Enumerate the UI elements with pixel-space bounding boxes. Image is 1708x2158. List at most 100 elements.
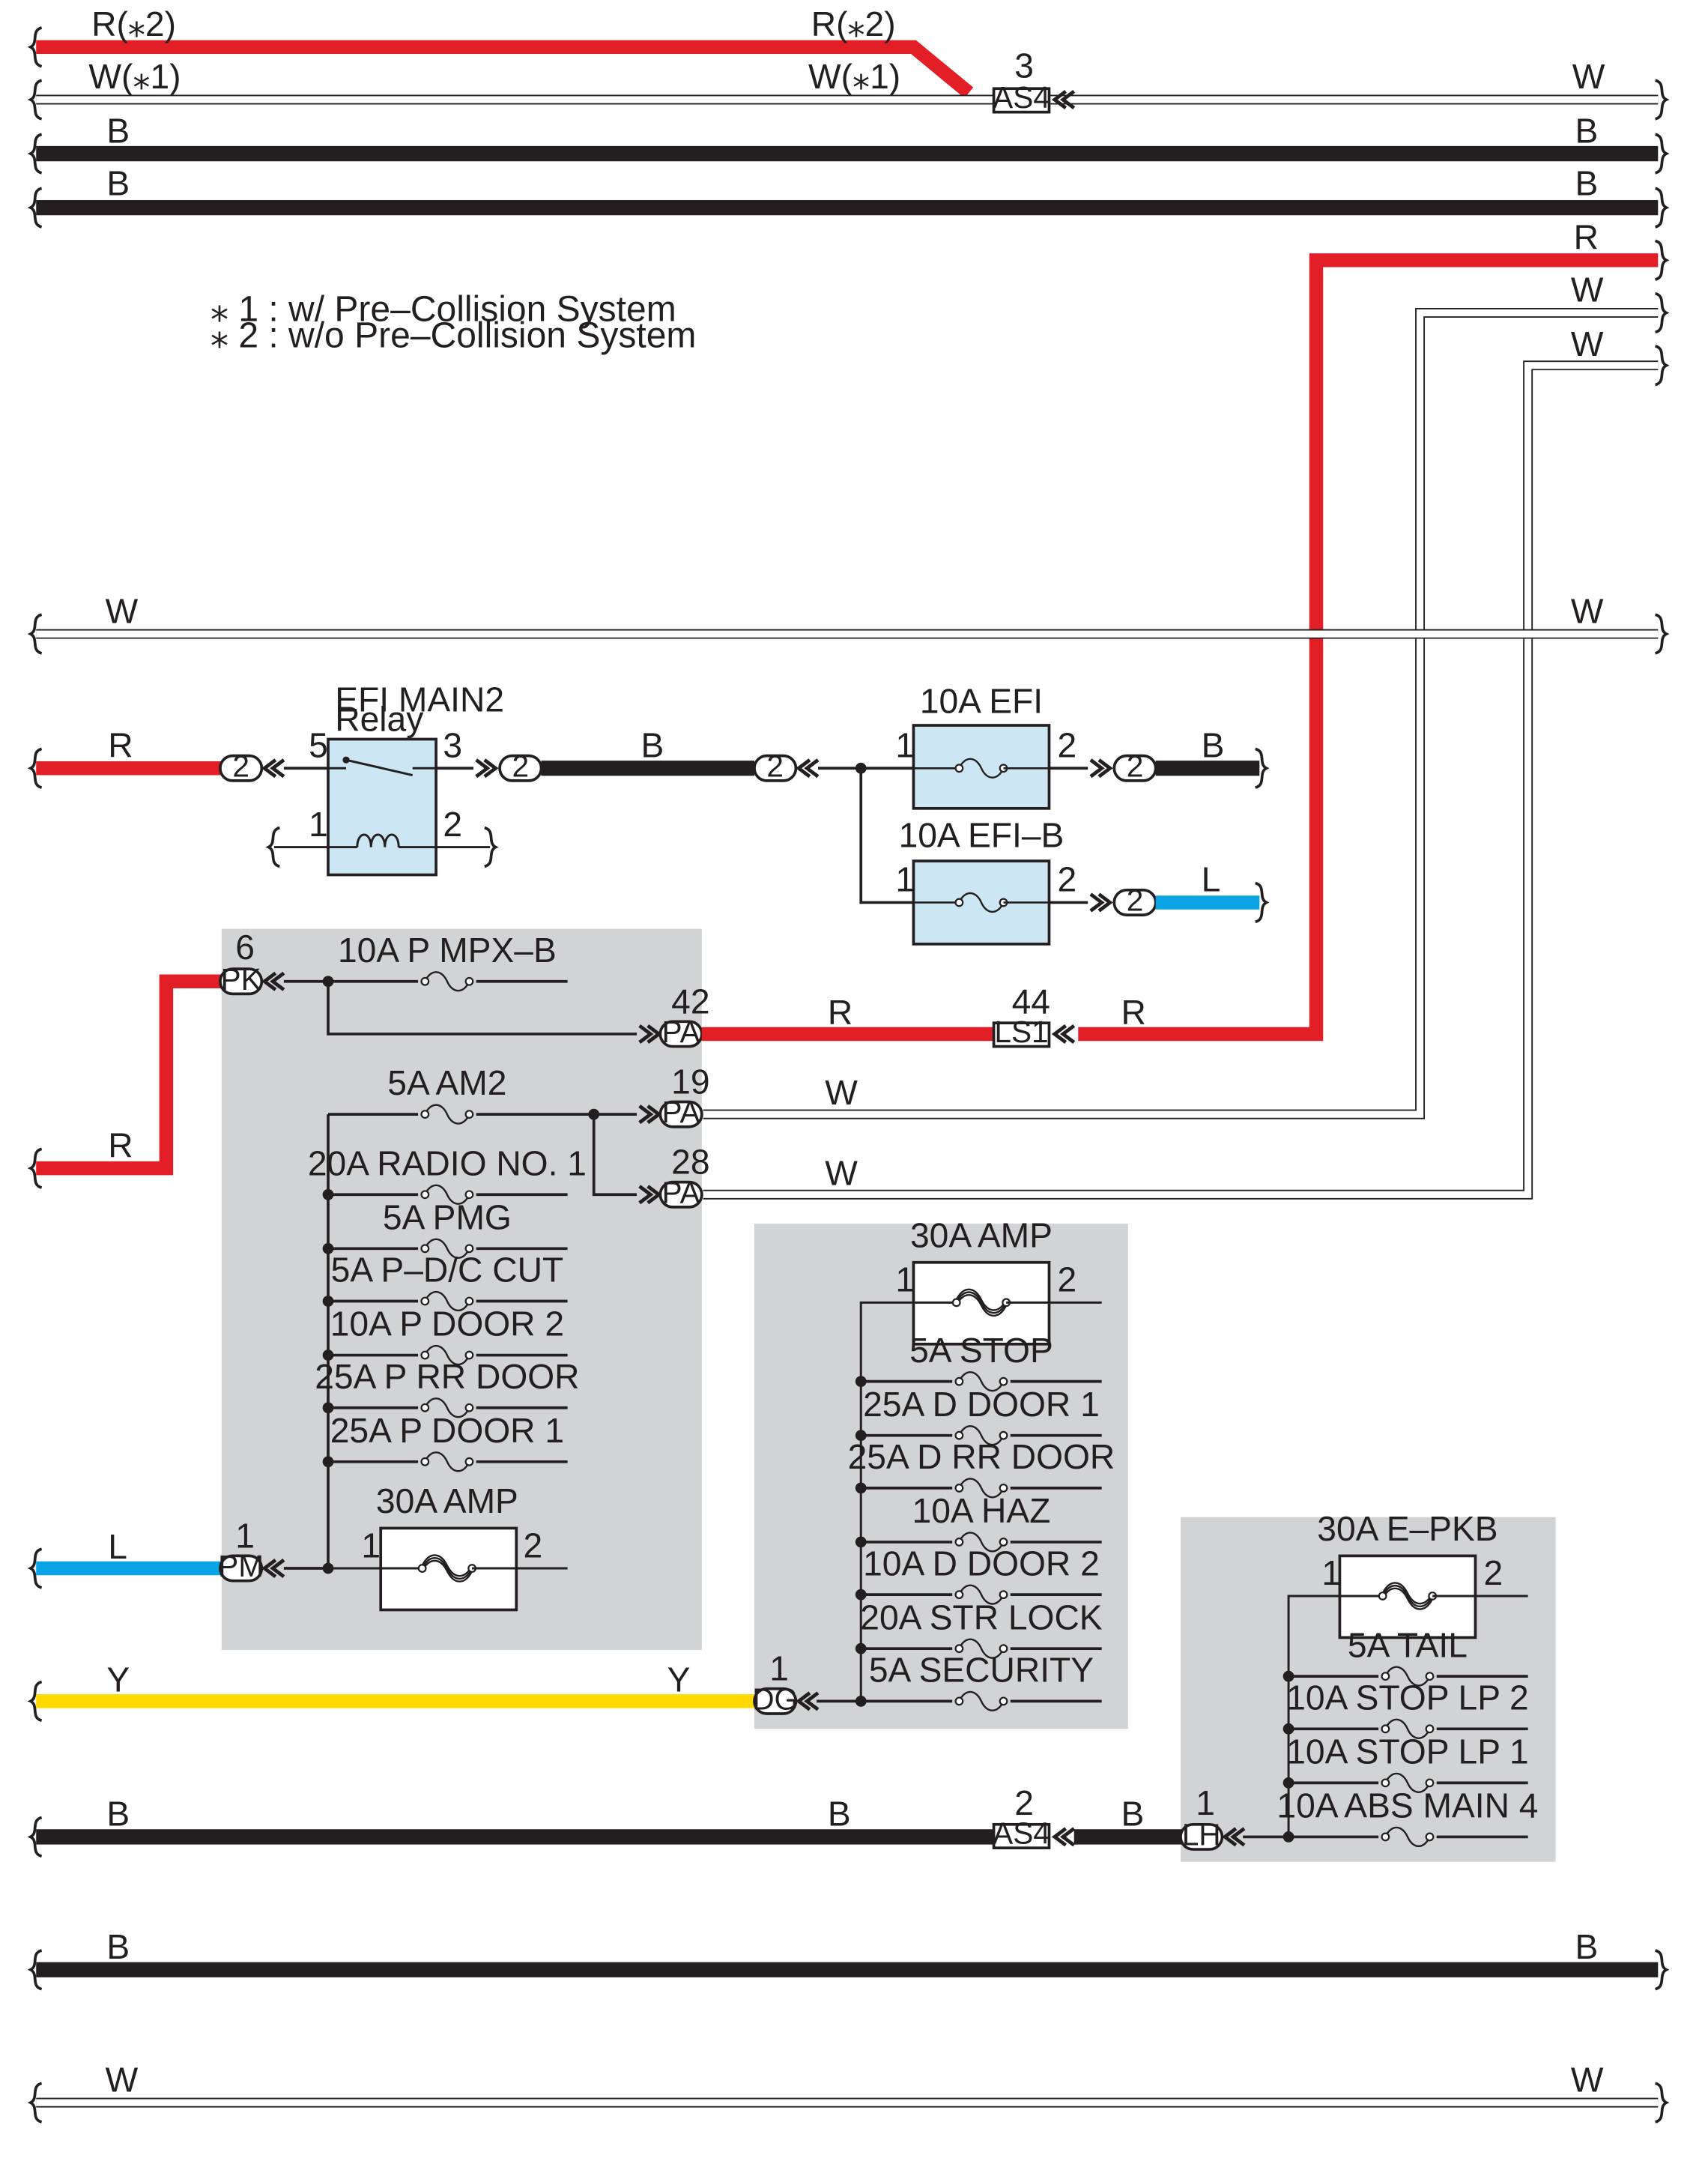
svg-text:2: 2 [443,805,462,844]
fuse-label: 10A ABS MAIN 4 [1277,1786,1538,1825]
wire-label: W [825,1073,858,1112]
fuse-stop: 5A STOP [855,1331,1102,1393]
svg-text:3: 3 [443,725,462,764]
connector-pa-42: 42 PA [658,982,710,1049]
fuse-label: 10A P MPX–B [338,931,557,970]
fuse-stop-lp-1: 10A STOP LP 1 [1282,1732,1529,1795]
wire-label: B [106,163,130,202]
svg-text:PM: PM [218,1549,264,1583]
svg-text:2: 2 [523,1526,542,1565]
relay-title-line2: Relay [335,699,423,738]
svg-text:LS1: LS1 [994,1015,1048,1049]
wire-label: R [1121,993,1146,1032]
fuse-p-rr-door: 25A P RR DOOR [315,1357,580,1419]
wire-label: W [1571,591,1604,630]
fuse-d-door-2: 10A D DOOR 2 [855,1544,1102,1606]
fuse-haz: 10A HAZ [855,1491,1102,1553]
connector-pk: 6 PK [219,928,264,997]
svg-text:1: 1 [895,1260,915,1299]
junction-block-2-content: 30A AMP 1 2 5A STOP 25A D DOOR 1 25A D R… [28,1215,1115,1723]
svg-text:1: 1 [769,1649,789,1688]
wire-label: W [106,591,139,630]
fuse-label: 25A D RR DOOR [848,1437,1115,1476]
svg-text:2: 2 [512,749,529,783]
connector-lh: 1 LH [1179,1783,1224,1852]
note-2: ⁎ 2 : w/o Pre–Collision System [211,316,696,356]
svg-text:PA: PA [661,1175,700,1209]
fuse-pmg: 5A PMG [322,1197,568,1260]
wire-label: R [828,993,853,1032]
fusible-link-30a-amp-2: 30A AMP 1 2 [859,1215,1102,1702]
fuse-label: 10A D DOOR 2 [863,1544,1100,1583]
efi-main2-relay: EFI MAIN2 Relay 5 3 1 2 [267,680,504,877]
pin-number: 3 [1014,46,1034,85]
wire-label: R(⁎2) [91,4,176,43]
fuse-label: 20A RADIO NO. 1 [308,1143,587,1182]
fuse-p-door-1: 25A P DOOR 1 [322,1411,568,1473]
svg-text:2: 2 [1014,1783,1034,1822]
svg-text:19: 19 [671,1062,709,1101]
fuse-stop-lp-2: 10A STOP LP 2 [1282,1678,1529,1741]
wire-label: Y [106,1660,130,1699]
top-wire-bundle: R(⁎2) R(⁎2) W(⁎1) W(⁎1) W B B B B 3 AS4 [28,4,1668,229]
wire-label: W [825,1153,858,1192]
fuse-10a-efi: 10A EFI 1 2 [895,681,1076,810]
wire-label: L [108,1527,127,1566]
fuse-d-door-1: 25A D DOOR 1 [855,1385,1102,1447]
fuse-p-dc-cut: 5A P–D/C CUT [322,1251,568,1313]
mid-w-wire: W W [28,591,1668,655]
svg-text:1: 1 [1196,1783,1215,1822]
fuse-tail: 5A TAIL [1282,1625,1528,1687]
connector-as4-top: 3 AS4 [992,46,1074,115]
wire-label: B [1202,725,1225,764]
connector-oval-2: 2 [753,749,798,783]
connector-oval-2: 2 [219,749,264,783]
wire-r-top [36,40,974,98]
note-1: ⁎ 1 : w/ Pre–Collision System [211,290,676,330]
fuse-label: 10A EFI [920,681,1043,720]
wire-label: W [106,2060,139,2099]
svg-text:44: 44 [1012,982,1050,1021]
svg-text:2: 2 [1058,1260,1077,1299]
fuse-label: 30A E–PKB [1317,1509,1497,1548]
fuse-label: 25A D DOOR 1 [863,1385,1100,1424]
fuse-security: 5A SECURITY [817,1651,1102,1713]
wire-label: R [108,725,133,764]
fuse-d-rr-door: 25A D RR DOOR [848,1437,1115,1499]
wire-label: W(⁎1) [808,57,900,96]
junction-block-1-content: R 6 PK 10A P MPX–B 42 PA R 44 LS1 [28,928,1146,1612]
wire-label: R [108,1125,133,1164]
svg-text:1: 1 [1321,1553,1341,1592]
svg-text:42: 42 [671,982,709,1021]
connector-pa-19: 19 PA [658,1062,710,1129]
fuse-label: 5A P–D/C CUT [331,1251,563,1290]
fuse-p-mpx-b: 10A P MPX–B [338,931,557,993]
fuse-label: 10A STOP LP 2 [1286,1678,1528,1717]
fuse-label: 10A HAZ [912,1491,1051,1530]
svg-text:2: 2 [232,749,249,783]
right-stub-wires: R W W [703,218,1668,1200]
fuse-label: 5A STOP [909,1331,1053,1370]
fuse-label: 10A STOP LP 1 [1286,1732,1528,1771]
junction-block-3-content: 30A E–PKB 1 2 5A TAIL 10A STOP LP 2 10A … [28,1509,1538,1858]
svg-text:1: 1 [895,725,915,764]
svg-text:2: 2 [1484,1553,1503,1592]
wire-label: W(⁎1) [88,57,181,96]
fuse-label: 10A EFI–B [899,816,1065,855]
fuse-label: 5A AM2 [387,1063,506,1102]
fuse-str-lock: 20A STR LOCK [855,1598,1103,1660]
wire-label: B [828,1795,851,1834]
svg-text:2: 2 [1127,749,1144,783]
svg-text:PA: PA [661,1095,700,1129]
svg-text:2: 2 [1127,883,1144,918]
fuse-label: 30A AMP [910,1215,1053,1254]
svg-text:DG: DG [752,1681,798,1716]
wire-label: B [106,111,130,150]
svg-text:1: 1 [309,805,328,844]
fuse-label: 5A TAIL [1348,1625,1468,1664]
bottom-wire-bundle: B B W W [28,1927,1668,2124]
wire-label: B [1575,1927,1598,1966]
fuse-10a-efi-b: 10A EFI–B 1 2 [895,816,1076,946]
fuse-label: 25A P RR DOOR [315,1357,579,1396]
